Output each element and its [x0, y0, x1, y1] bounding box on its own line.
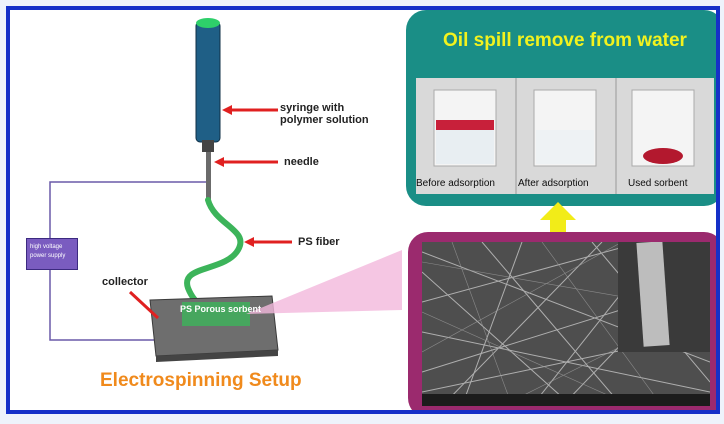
- syringe-label: syringe with polymer solution: [280, 102, 369, 126]
- setup-title: Electrospinning Setup: [100, 370, 302, 391]
- power-supply-label: high voltage power supply: [30, 244, 66, 259]
- sem-image: [421, 241, 711, 407]
- ps-fiber: [184, 197, 244, 313]
- syringe-tip: [196, 18, 220, 28]
- porous-sorbent-mat: [182, 302, 250, 326]
- oil-layer-before: [436, 120, 494, 130]
- figure-frame: high voltage power supply syringe with p…: [6, 6, 720, 414]
- arrow-syringe-head: [222, 105, 232, 115]
- caption-before: Before adsorption: [416, 178, 495, 189]
- caption-used: Used sorbent: [628, 178, 688, 189]
- beaker-photos: [433, 78, 695, 194]
- sorbent-label: PS Porous sorbent: [180, 304, 262, 314]
- power-supply-box: high voltage power supply: [26, 238, 78, 270]
- sem-panel: [408, 232, 716, 410]
- arrow-fiber-head: [244, 237, 254, 247]
- collector-label: collector: [102, 276, 148, 288]
- oil-panel-title: Oil spill remove from water: [443, 30, 687, 51]
- water-after: [536, 130, 594, 164]
- sem-fiber-texture: [421, 241, 711, 407]
- syringe-neck: [202, 140, 214, 152]
- caption-after: After adsorption: [518, 178, 589, 189]
- electrospinning-setup-diagram: [49, 18, 402, 362]
- needle: [206, 152, 211, 200]
- oil-spill-panel: Oil spill remove from water Before adsor…: [406, 10, 716, 206]
- arrow-collector: [128, 290, 160, 320]
- sem-projection-cone: [246, 250, 402, 314]
- beaker-photo-strip: Before adsorption After adsorption Used …: [416, 78, 714, 194]
- fiber-label: PS fiber: [298, 236, 340, 248]
- syringe-barrel: [195, 21, 221, 143]
- needle-label: needle: [284, 156, 319, 168]
- arrow-needle-head: [214, 157, 224, 167]
- collector-edge: [156, 350, 278, 362]
- water-before: [436, 130, 494, 164]
- used-sorbent: [643, 148, 683, 164]
